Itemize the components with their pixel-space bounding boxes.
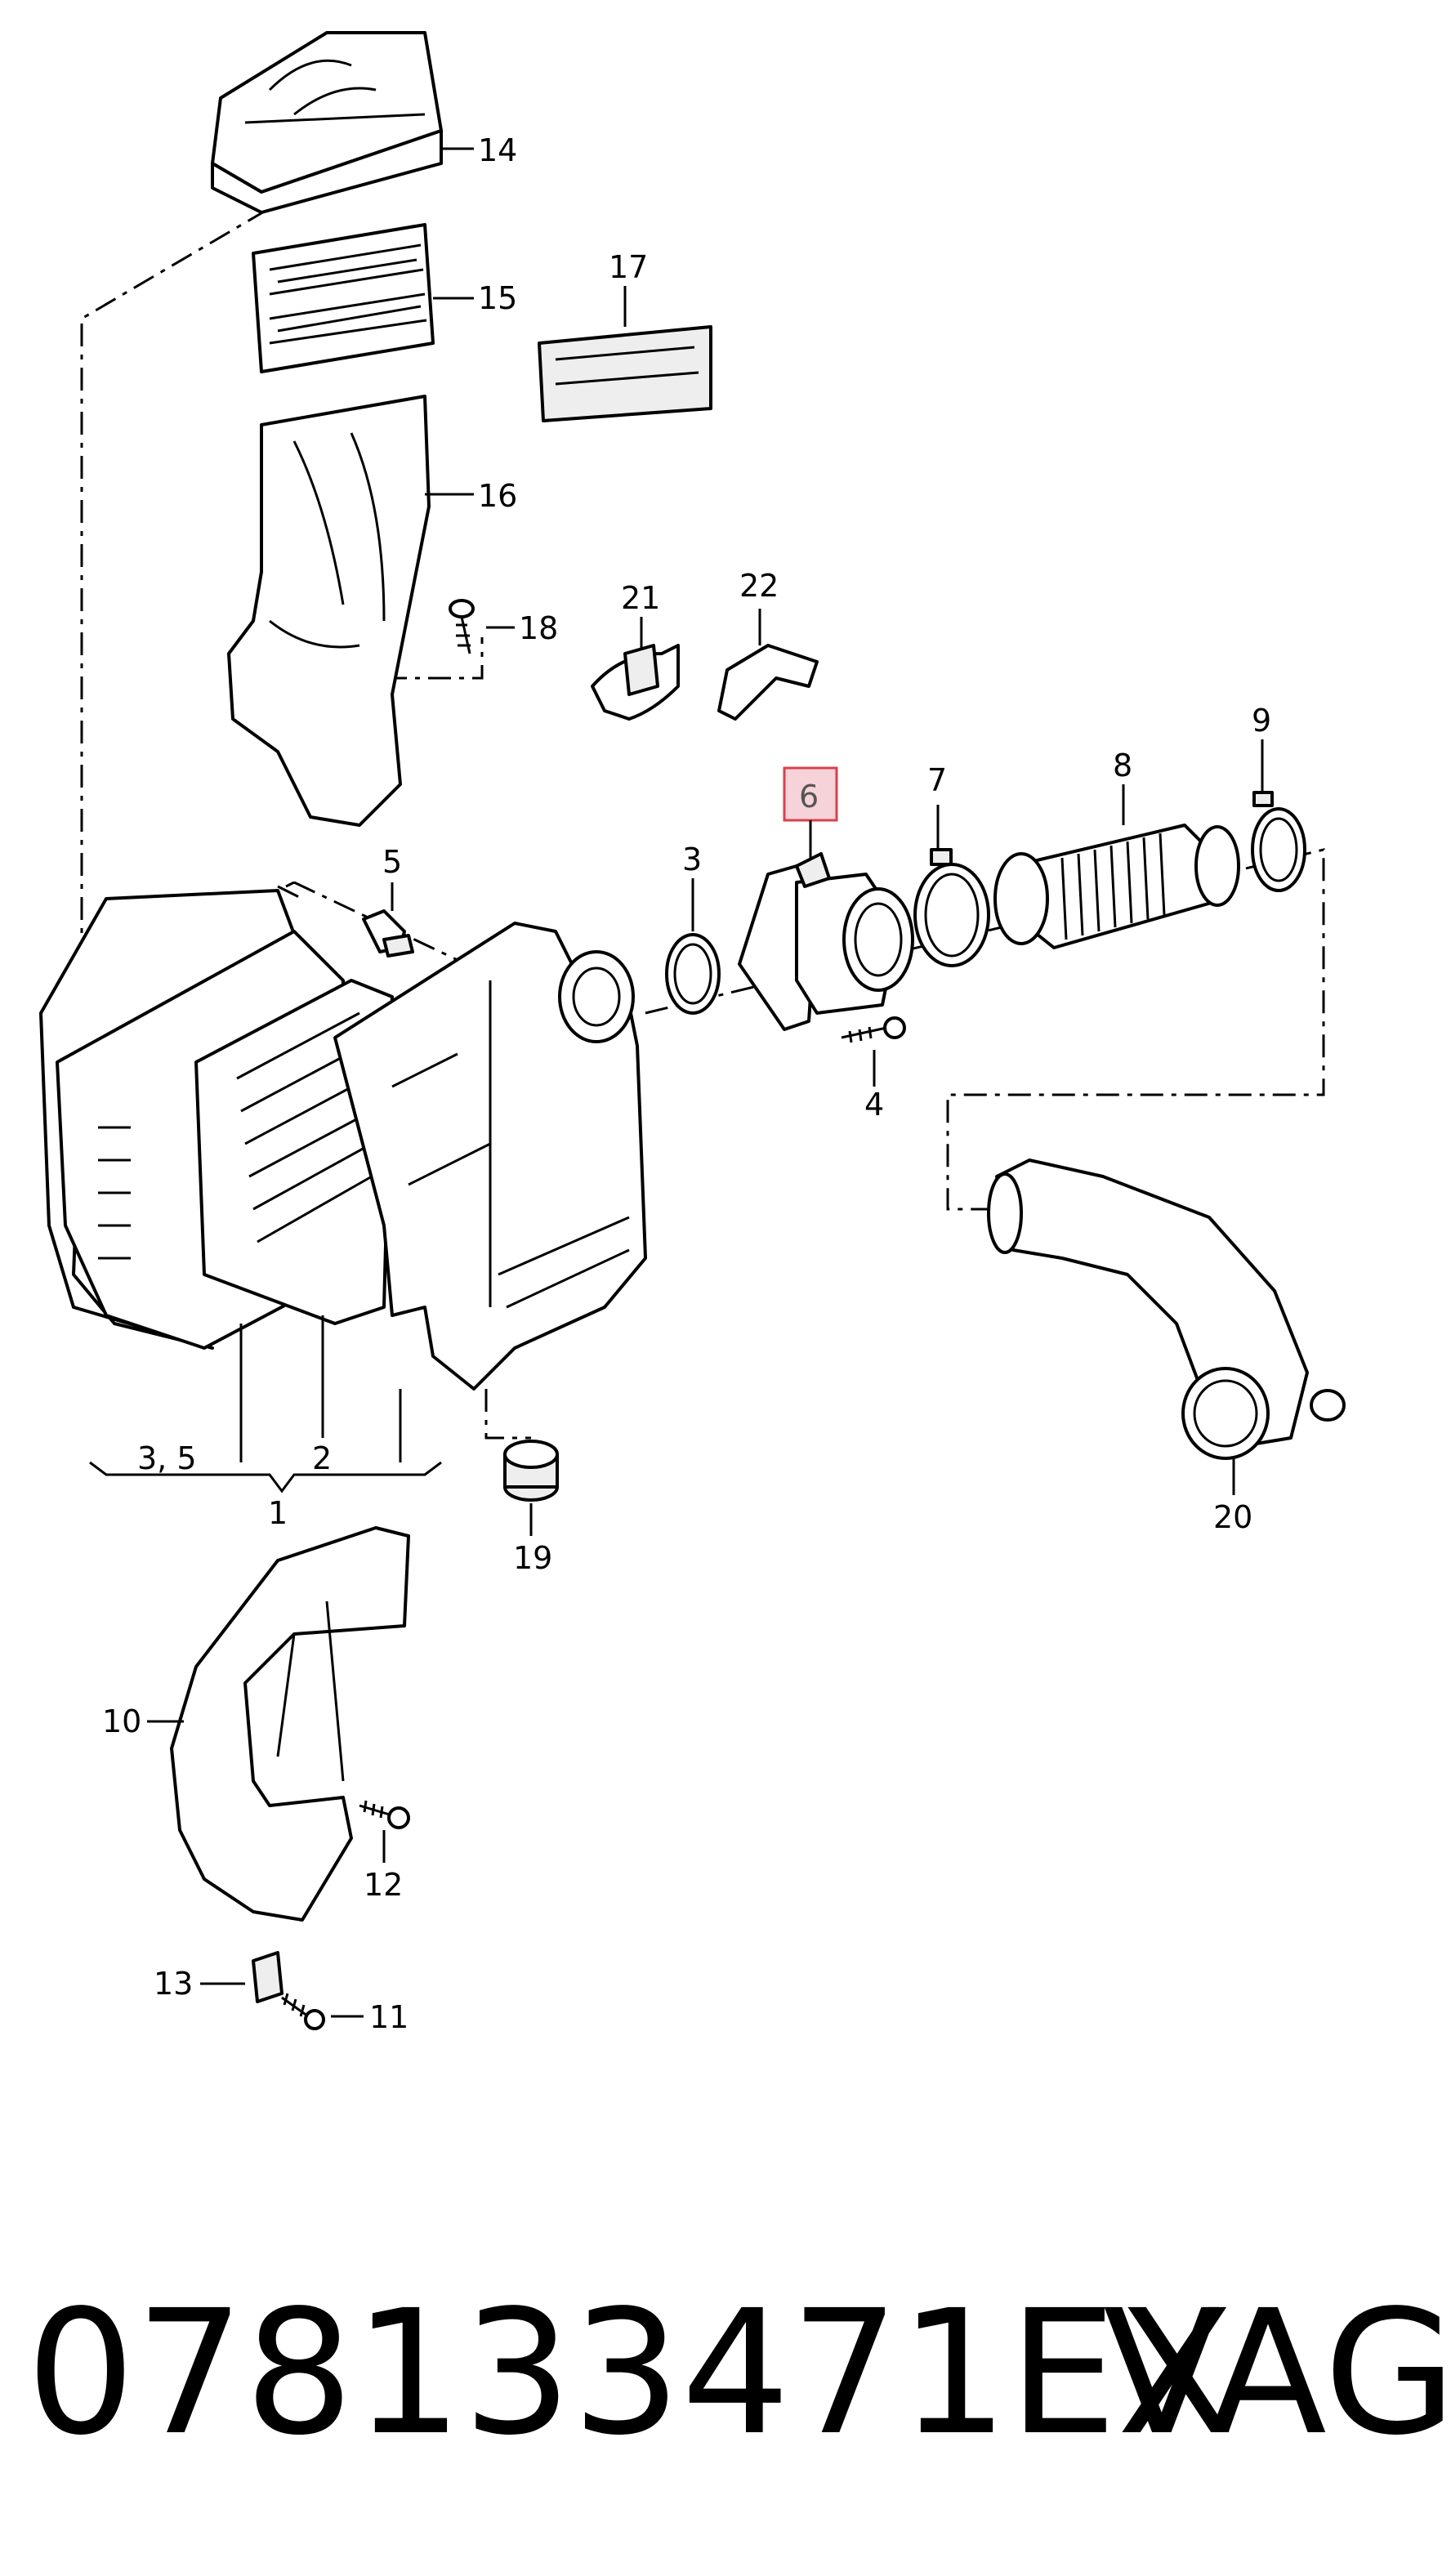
- callout-3: 3: [682, 842, 702, 877]
- part-4-screw: [841, 1016, 906, 1043]
- exploded-parts-diagram: 14 15 16 17 18 21 22: [39, 31, 1346, 2035]
- callout-22: 22: [739, 568, 779, 604]
- callout-4: 4: [864, 1087, 884, 1123]
- callout-21: 21: [621, 580, 660, 616]
- callout-7: 7: [927, 762, 947, 798]
- callout-10: 10: [102, 1703, 141, 1739]
- callout-6: 6: [799, 779, 819, 815]
- callout-11: 11: [369, 1999, 409, 2035]
- part-11-screw: [281, 1993, 325, 2030]
- callout-9: 9: [1252, 703, 1271, 739]
- assembly-line-top: [80, 207, 270, 964]
- part-5-grommet: [362, 909, 414, 958]
- bracket-part-1: [89, 1461, 442, 1493]
- part-17-pad: [538, 325, 712, 422]
- callout-1: 1: [268, 1495, 288, 1531]
- part-20-air-duct: [987, 1159, 1346, 1460]
- part-7-hose-clamp: [913, 848, 990, 967]
- callout-20: 20: [1213, 1499, 1252, 1535]
- part-18-screw: [449, 599, 475, 654]
- callout-19: 19: [513, 1540, 552, 1576]
- callout-8: 8: [1113, 748, 1132, 784]
- part-13-bracket: [252, 1951, 284, 2003]
- part-6-air-mass-meter: [738, 852, 914, 1031]
- part-16-air-guide: [227, 395, 431, 827]
- callout-18: 18: [519, 610, 558, 646]
- assembly-line-clamp-bracket: [277, 885, 303, 900]
- footer: 078133471EX VAG: [0, 2206, 1451, 2576]
- assembly-line-16-18: [384, 637, 484, 680]
- part-9-hose-clamp: [1251, 791, 1306, 892]
- callout-2: 2: [312, 1440, 332, 1476]
- part-3-seal-ring: [665, 933, 721, 1015]
- callout-6-highlight: [783, 766, 838, 822]
- part-19-rubber-mount: [503, 1440, 559, 1502]
- callout-15: 15: [478, 280, 517, 316]
- callout-13: 13: [154, 1966, 193, 2002]
- callout-3-5: 3, 5: [137, 1440, 197, 1476]
- part-21-clip: [591, 644, 680, 721]
- part-15-filter: [252, 223, 435, 373]
- part-14-cover: [211, 31, 443, 214]
- callout-16: 16: [478, 478, 517, 514]
- part-8-intake-hose: [993, 824, 1240, 949]
- callout-5: 5: [382, 844, 402, 880]
- assembly-line-19: [484, 1389, 531, 1440]
- part-22-bracket: [717, 644, 819, 721]
- callout-17: 17: [609, 249, 648, 285]
- part-number: 078133471EX: [26, 2273, 1235, 2473]
- part-12-screw: [359, 1800, 410, 1829]
- part-1-housing-upper: [333, 922, 647, 1391]
- brand-label: VAG: [1103, 2273, 1451, 2473]
- part-10-intake-duct: [170, 1526, 410, 1922]
- callout-14: 14: [478, 132, 517, 168]
- callout-12: 12: [364, 1867, 403, 1903]
